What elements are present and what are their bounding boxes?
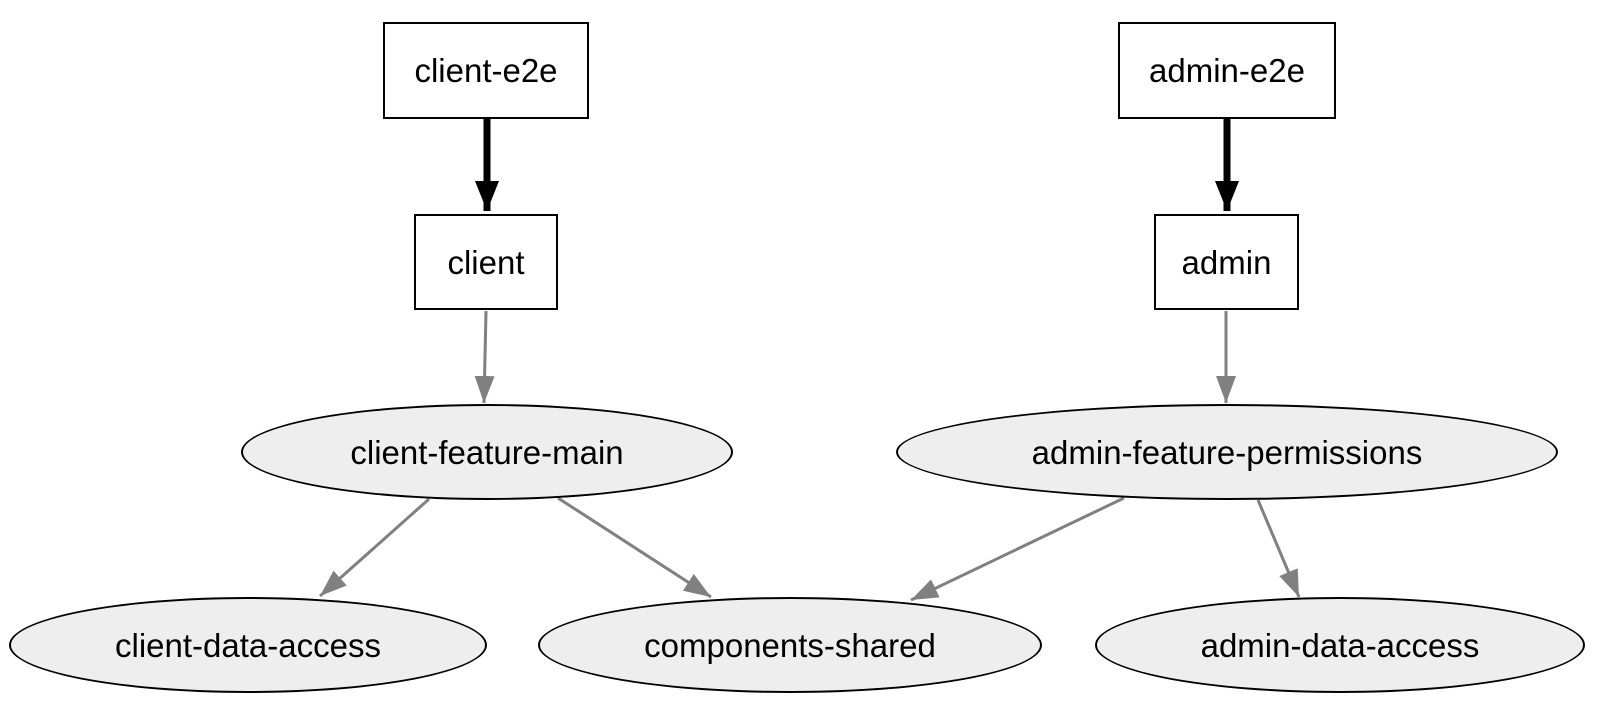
- node-admin-feature-permissions-label: admin-feature-permissions: [1031, 433, 1423, 471]
- edge-client-to-client-feature-main: [474, 310, 495, 404]
- node-admin-feature-permissions: admin-feature-permissions: [896, 404, 1558, 500]
- node-client-e2e: client-e2e: [383, 22, 589, 119]
- edge-admin-feature-permissions-to-components-shared: [910, 496, 1125, 602]
- node-admin: admin: [1154, 214, 1299, 310]
- node-admin-e2e: admin-e2e: [1118, 22, 1336, 119]
- node-client-e2e-label: client-e2e: [414, 52, 558, 89]
- node-client-feature-main: client-feature-main: [241, 404, 733, 500]
- node-components-shared-label: components-shared: [644, 626, 936, 664]
- node-client-label: client: [447, 243, 525, 281]
- node-components-shared: components-shared: [538, 597, 1042, 693]
- node-client-data-access: client-data-access: [9, 597, 487, 693]
- node-admin-label: admin: [1181, 243, 1272, 281]
- node-client: client: [414, 214, 558, 310]
- node-admin-e2e-label: admin-e2e: [1149, 52, 1305, 89]
- node-client-data-access-label: client-data-access: [115, 626, 381, 664]
- edge-client-feature-main-to-components-shared: [557, 496, 712, 599]
- node-admin-data-access: admin-data-access: [1095, 597, 1585, 693]
- node-admin-data-access-label: admin-data-access: [1200, 626, 1480, 664]
- edge-client-feature-main-to-client-data-access: [319, 497, 430, 598]
- node-client-feature-main-label: client-feature-main: [350, 433, 624, 471]
- edge-admin-feature-permissions-to-admin-data-access: [1256, 499, 1301, 598]
